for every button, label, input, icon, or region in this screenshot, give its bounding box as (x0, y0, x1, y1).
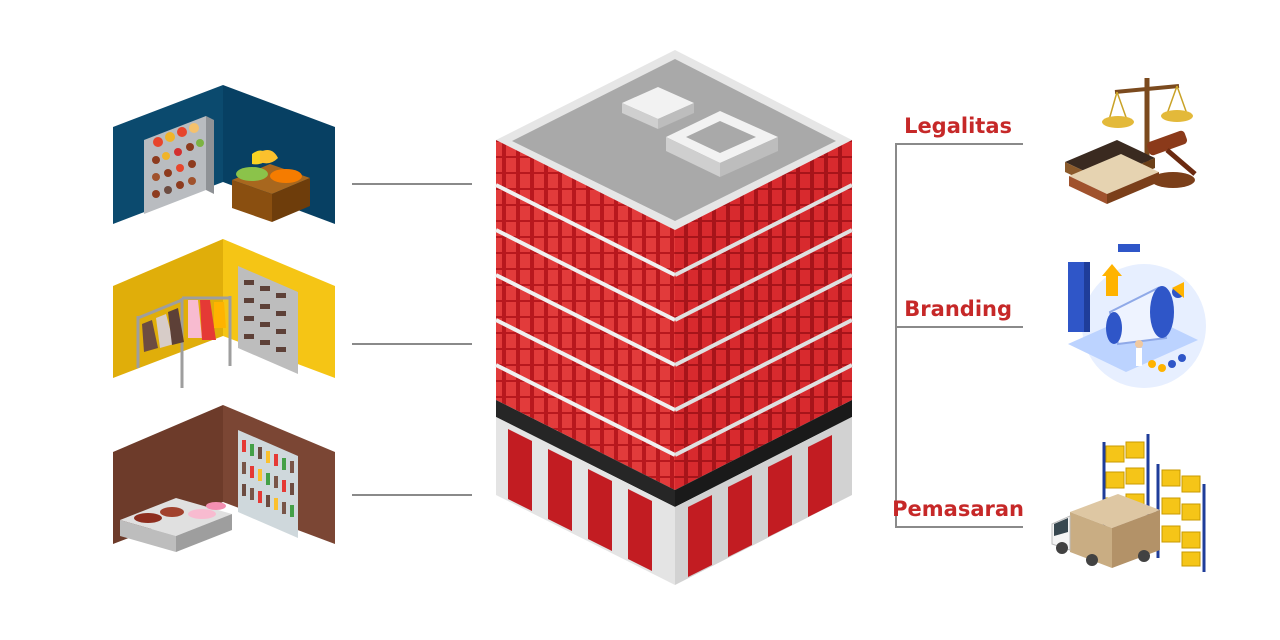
connector-line-3 (352, 494, 472, 496)
connector-line-1 (352, 183, 472, 185)
branding-megaphone-icon (1068, 244, 1206, 388)
bracket-line-branding (895, 326, 1023, 328)
bracket-line-pemasaran (895, 526, 1023, 528)
clothing-store-icon (113, 239, 335, 388)
law-scales-icon (1065, 78, 1197, 204)
label-legalitas: Legalitas (904, 114, 1012, 138)
bracket-vertical-line (895, 143, 897, 528)
connector-line-2 (352, 343, 472, 345)
label-branding: Branding (904, 297, 1012, 321)
grocery-store-icon (113, 85, 335, 224)
meat-drinks-store-icon (113, 405, 335, 552)
delivery-truck-warehouse-icon (1051, 434, 1206, 572)
building-icon (495, 50, 853, 585)
bracket-line-legalitas (895, 143, 1023, 145)
label-pemasaran: Pemasaran (892, 497, 1024, 521)
